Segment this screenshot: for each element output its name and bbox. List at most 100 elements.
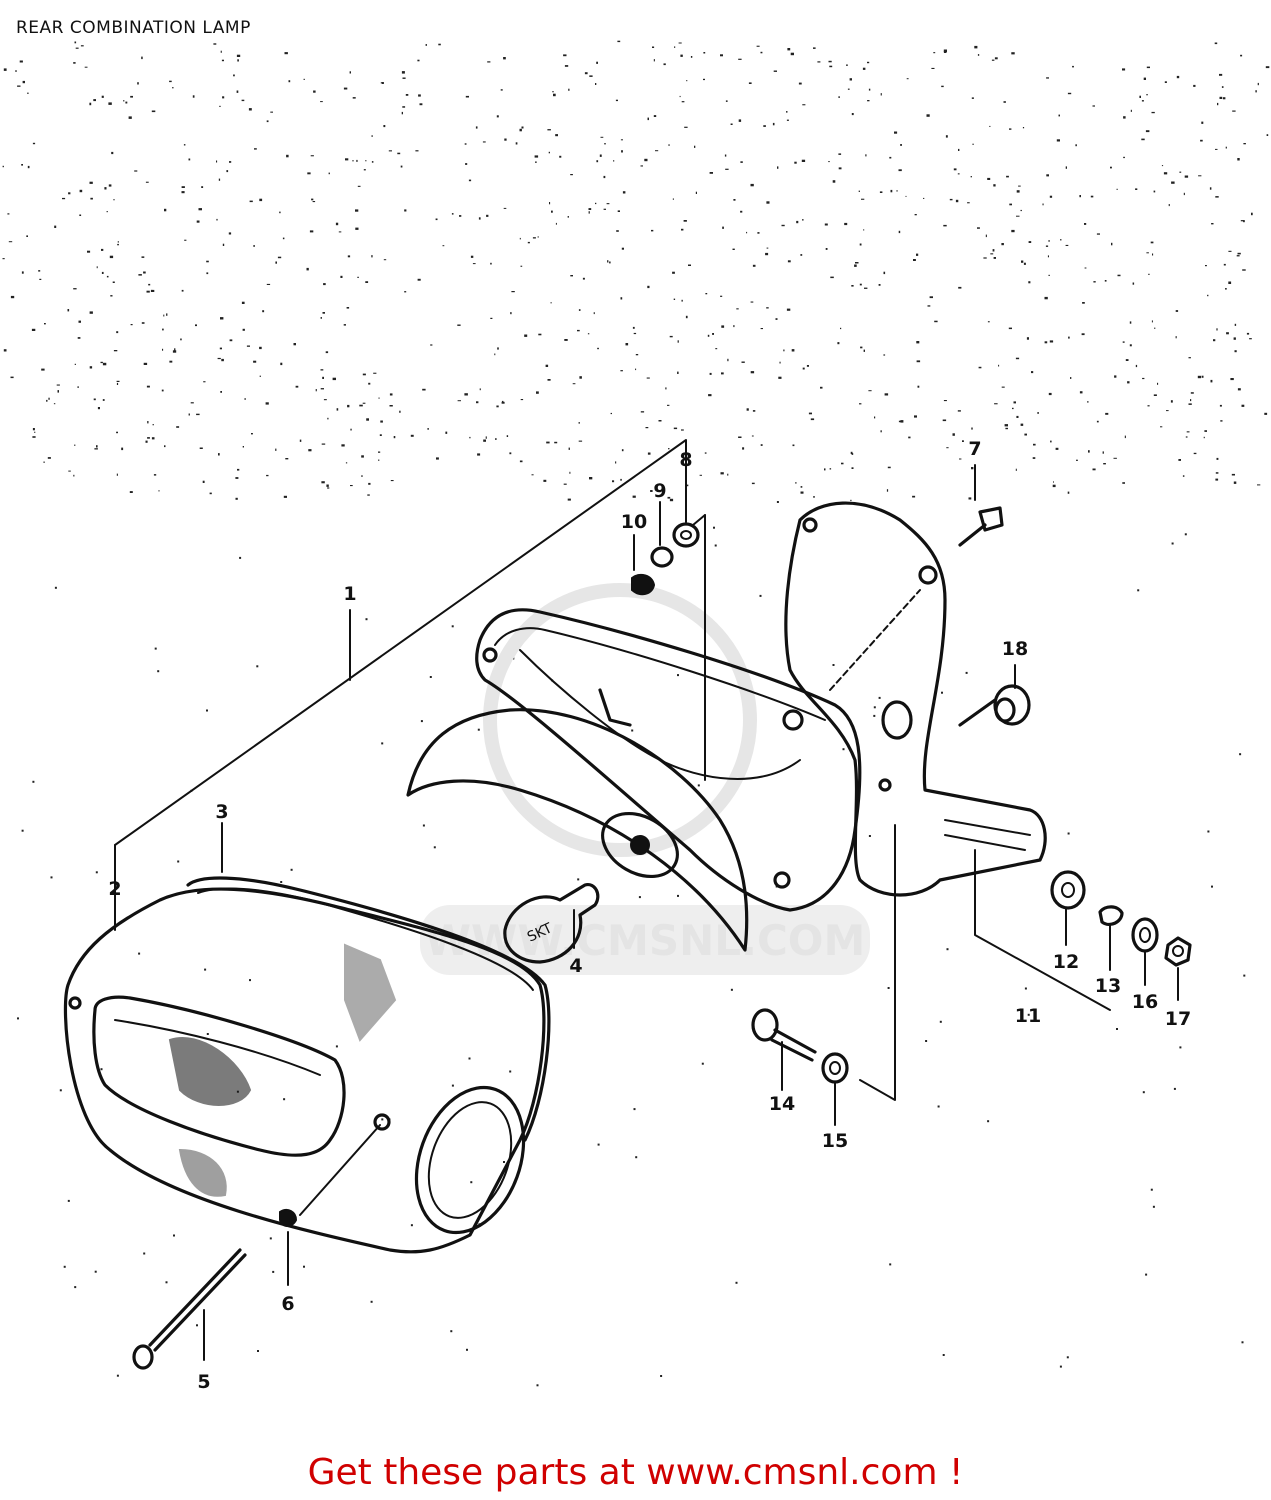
scan-speck [1246,332,1250,335]
scan-speck [1065,166,1067,169]
scan-speck [883,271,886,275]
reference-lines [114,439,1111,1216]
scan-speck [587,333,590,335]
scan-speck [1067,832,1070,835]
scan-speck [510,312,512,315]
scan-speck [971,97,974,99]
scan-speck [672,198,674,200]
scan-speck [842,748,845,751]
scan-speck [987,177,991,180]
callout-8: 8 [679,449,692,471]
scan-speck [147,421,149,424]
scan-speck [931,67,935,69]
scan-speck [195,324,197,327]
scan-speck [1141,138,1145,141]
scan-speck [597,347,599,350]
scan-speck [683,220,687,222]
scan-speck [419,103,423,106]
footer-link[interactable]: Get these parts at www.cmsnl.com ! [307,1452,964,1493]
scan-speck [1153,394,1157,396]
scan-speck [1152,253,1154,256]
scan-speck [53,403,56,405]
scan-speck [451,1084,454,1087]
scan-speck [933,52,936,54]
scan-speck [378,459,380,461]
scan-speck [1092,105,1095,107]
scan-speck [663,63,666,66]
scan-speck [54,586,57,589]
scan-speck [288,80,291,83]
scan-speck [236,54,241,57]
scan-speck [943,224,947,227]
scan-speck [242,328,245,331]
scan-speck [923,197,925,199]
scan-speck [727,358,729,362]
scan-speck [750,183,754,187]
scan-speck [172,87,174,89]
scan-speck [68,192,71,195]
scan-speck [1216,457,1219,460]
scan-speck [343,87,348,90]
scan-speck [667,496,671,499]
lamp-gasket [186,876,551,1142]
scan-speck [555,222,557,225]
scan-speck [1143,77,1146,80]
scan-speck [536,391,539,394]
scan-speck [1228,250,1232,252]
scan-speck [1233,337,1236,340]
scan-speck [1207,830,1210,833]
scan-speck [137,82,139,85]
scan-speck [113,199,115,201]
scan-speck [559,155,562,158]
scan-speck [188,158,191,161]
scan-speck [838,96,840,98]
scan-speck [868,88,871,91]
scan-speck [1048,240,1050,242]
scan-speck [776,501,779,503]
scan-speck [1037,412,1039,414]
scan-speck [942,419,947,422]
scan-speck [756,45,760,47]
scan-speck [906,78,909,80]
scan-speck [117,241,119,243]
callout-16: 16 [1132,991,1158,1013]
scan-speck [1207,294,1209,297]
scan-speck [898,420,902,423]
scan-speck [943,400,947,402]
scan-speck [1056,139,1060,142]
scan-speck [1236,255,1240,257]
scan-speck [741,361,745,363]
scan-speck [828,60,832,63]
scan-speck [106,211,108,213]
scan-speck [1032,457,1036,459]
callout-4: 4 [569,955,582,977]
scan-speck [50,876,53,879]
scan-speck [116,1374,119,1377]
scan-speck [62,197,66,200]
scan-speck [748,82,752,84]
scan-speck [800,254,803,256]
callout-2: 2 [108,878,121,900]
scan-speck [425,44,427,46]
scan-speck [959,458,962,460]
scan-speck [912,495,916,498]
scan-speck [388,150,392,152]
scan-speck [438,43,441,46]
scan-speck [110,295,113,297]
scan-speck [679,95,681,98]
scan-speck [647,117,649,121]
lamp-housing [63,887,546,1254]
scan-speck [77,337,81,339]
scan-speck [616,230,619,232]
scan-speck [740,210,743,213]
scan-speck [79,214,82,216]
scan-speck [77,386,79,388]
scan-speck [97,407,100,410]
scan-speck [712,333,714,335]
scan-speck [955,199,959,203]
scan-speck [32,142,36,145]
scan-speck [673,427,678,430]
scan-speck [74,363,76,365]
scan-speck [1243,974,1246,977]
